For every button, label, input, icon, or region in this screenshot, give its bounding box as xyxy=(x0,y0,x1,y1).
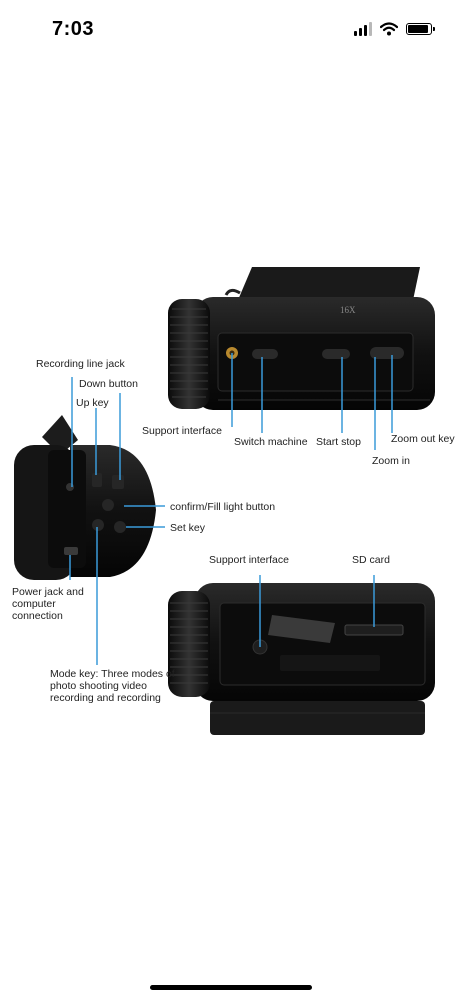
label-down-button: Down button xyxy=(79,378,138,390)
label-start-stop: Start stop xyxy=(316,436,361,448)
status-icons xyxy=(354,22,435,36)
home-indicator[interactable] xyxy=(150,985,312,990)
camera-top-view xyxy=(168,267,435,410)
camcorder-diagram: 16X xyxy=(14,267,435,735)
label-confirm-fill-light: confirm/Fill light button xyxy=(170,501,276,513)
camera-bottom-view xyxy=(168,583,435,735)
label-mode-key: Mode key: Three modes of photo shooting … xyxy=(50,668,175,704)
label-power-jack: Power jack and computer connection xyxy=(12,586,84,622)
status-time: 7:03 xyxy=(52,18,95,40)
battery-icon xyxy=(406,23,435,35)
wifi-icon xyxy=(380,22,398,36)
label-support-interface-bottom: Support interface xyxy=(209,554,289,566)
model-print: 16X xyxy=(340,305,356,315)
label-zoom-out-key: Zoom out key xyxy=(391,433,455,445)
label-support-interface-top: Support interface xyxy=(142,425,222,437)
label-recording-line-jack: Recording line jack xyxy=(36,358,125,370)
label-up-key: Up key xyxy=(76,397,109,409)
label-switch-machine: Switch machine xyxy=(234,436,308,448)
cellular-signal-icon xyxy=(354,22,372,36)
status-bar: 7:03 xyxy=(0,0,462,60)
label-sd-card: SD card xyxy=(352,554,390,566)
product-image: 16X xyxy=(0,265,462,735)
callout-lines xyxy=(69,353,393,665)
battery-level xyxy=(408,25,428,33)
camera-side-view xyxy=(14,415,156,580)
label-zoom-in: Zoom in xyxy=(372,455,410,467)
label-set-key: Set key xyxy=(170,522,206,534)
